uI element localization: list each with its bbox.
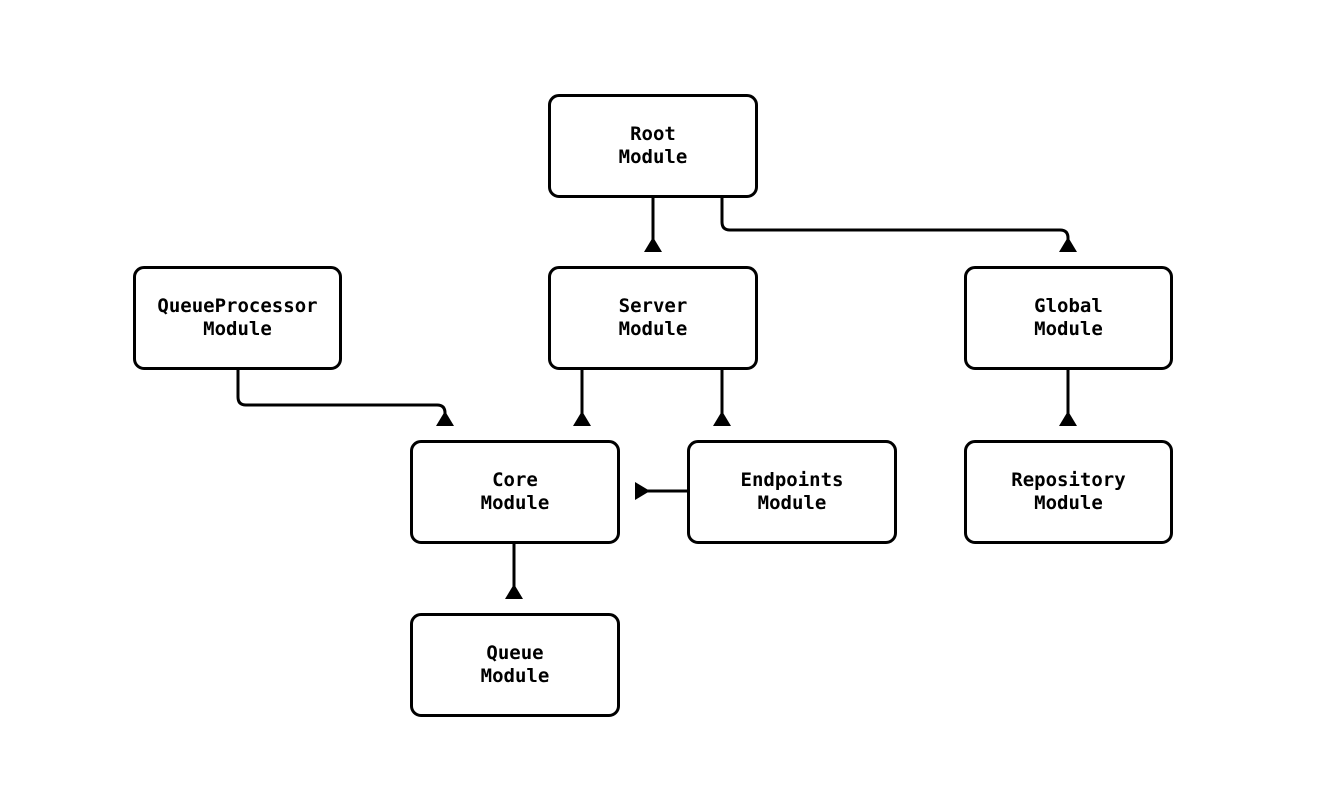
node-global-label-line1: Global [1034,295,1103,317]
node-core[interactable]: Core Module [410,440,620,544]
node-endpoints[interactable]: Endpoints Module [687,440,897,544]
node-repository[interactable]: Repository Module [964,440,1173,544]
node-global-label-line2: Module [1034,318,1103,340]
edge-queueprocessor-to-core [236,370,454,426]
node-root-label-line2: Module [618,146,688,168]
node-queueprocessor-label-line2: Module [203,318,272,340]
node-server[interactable]: Server Module [548,266,758,370]
node-root[interactable]: Root Module [548,94,758,198]
node-repository-label-line1: Repository [1011,469,1126,491]
node-global[interactable]: Global Module [964,266,1173,370]
node-endpoints-label-line2: Module [757,492,827,514]
node-queueprocessor[interactable]: QueueProcessor Module [133,266,342,370]
edge-root-to-global [720,198,1077,252]
node-core-label-line2: Module [480,492,550,514]
node-root-label-line1: Root [630,123,676,145]
node-queue[interactable]: Queue Module [410,613,620,717]
node-server-label-line1: Server [618,295,688,317]
node-server-label-line2: Module [618,318,688,340]
node-core-label-line1: Core [492,469,538,491]
node-endpoints-label-line1: Endpoints [740,469,844,491]
node-queueprocessor-label-line1: QueueProcessor [157,295,318,317]
node-repository-label-line2: Module [1034,492,1103,514]
node-queue-label-line2: Module [480,665,550,687]
node-queue-label-line1: Queue [486,642,544,664]
